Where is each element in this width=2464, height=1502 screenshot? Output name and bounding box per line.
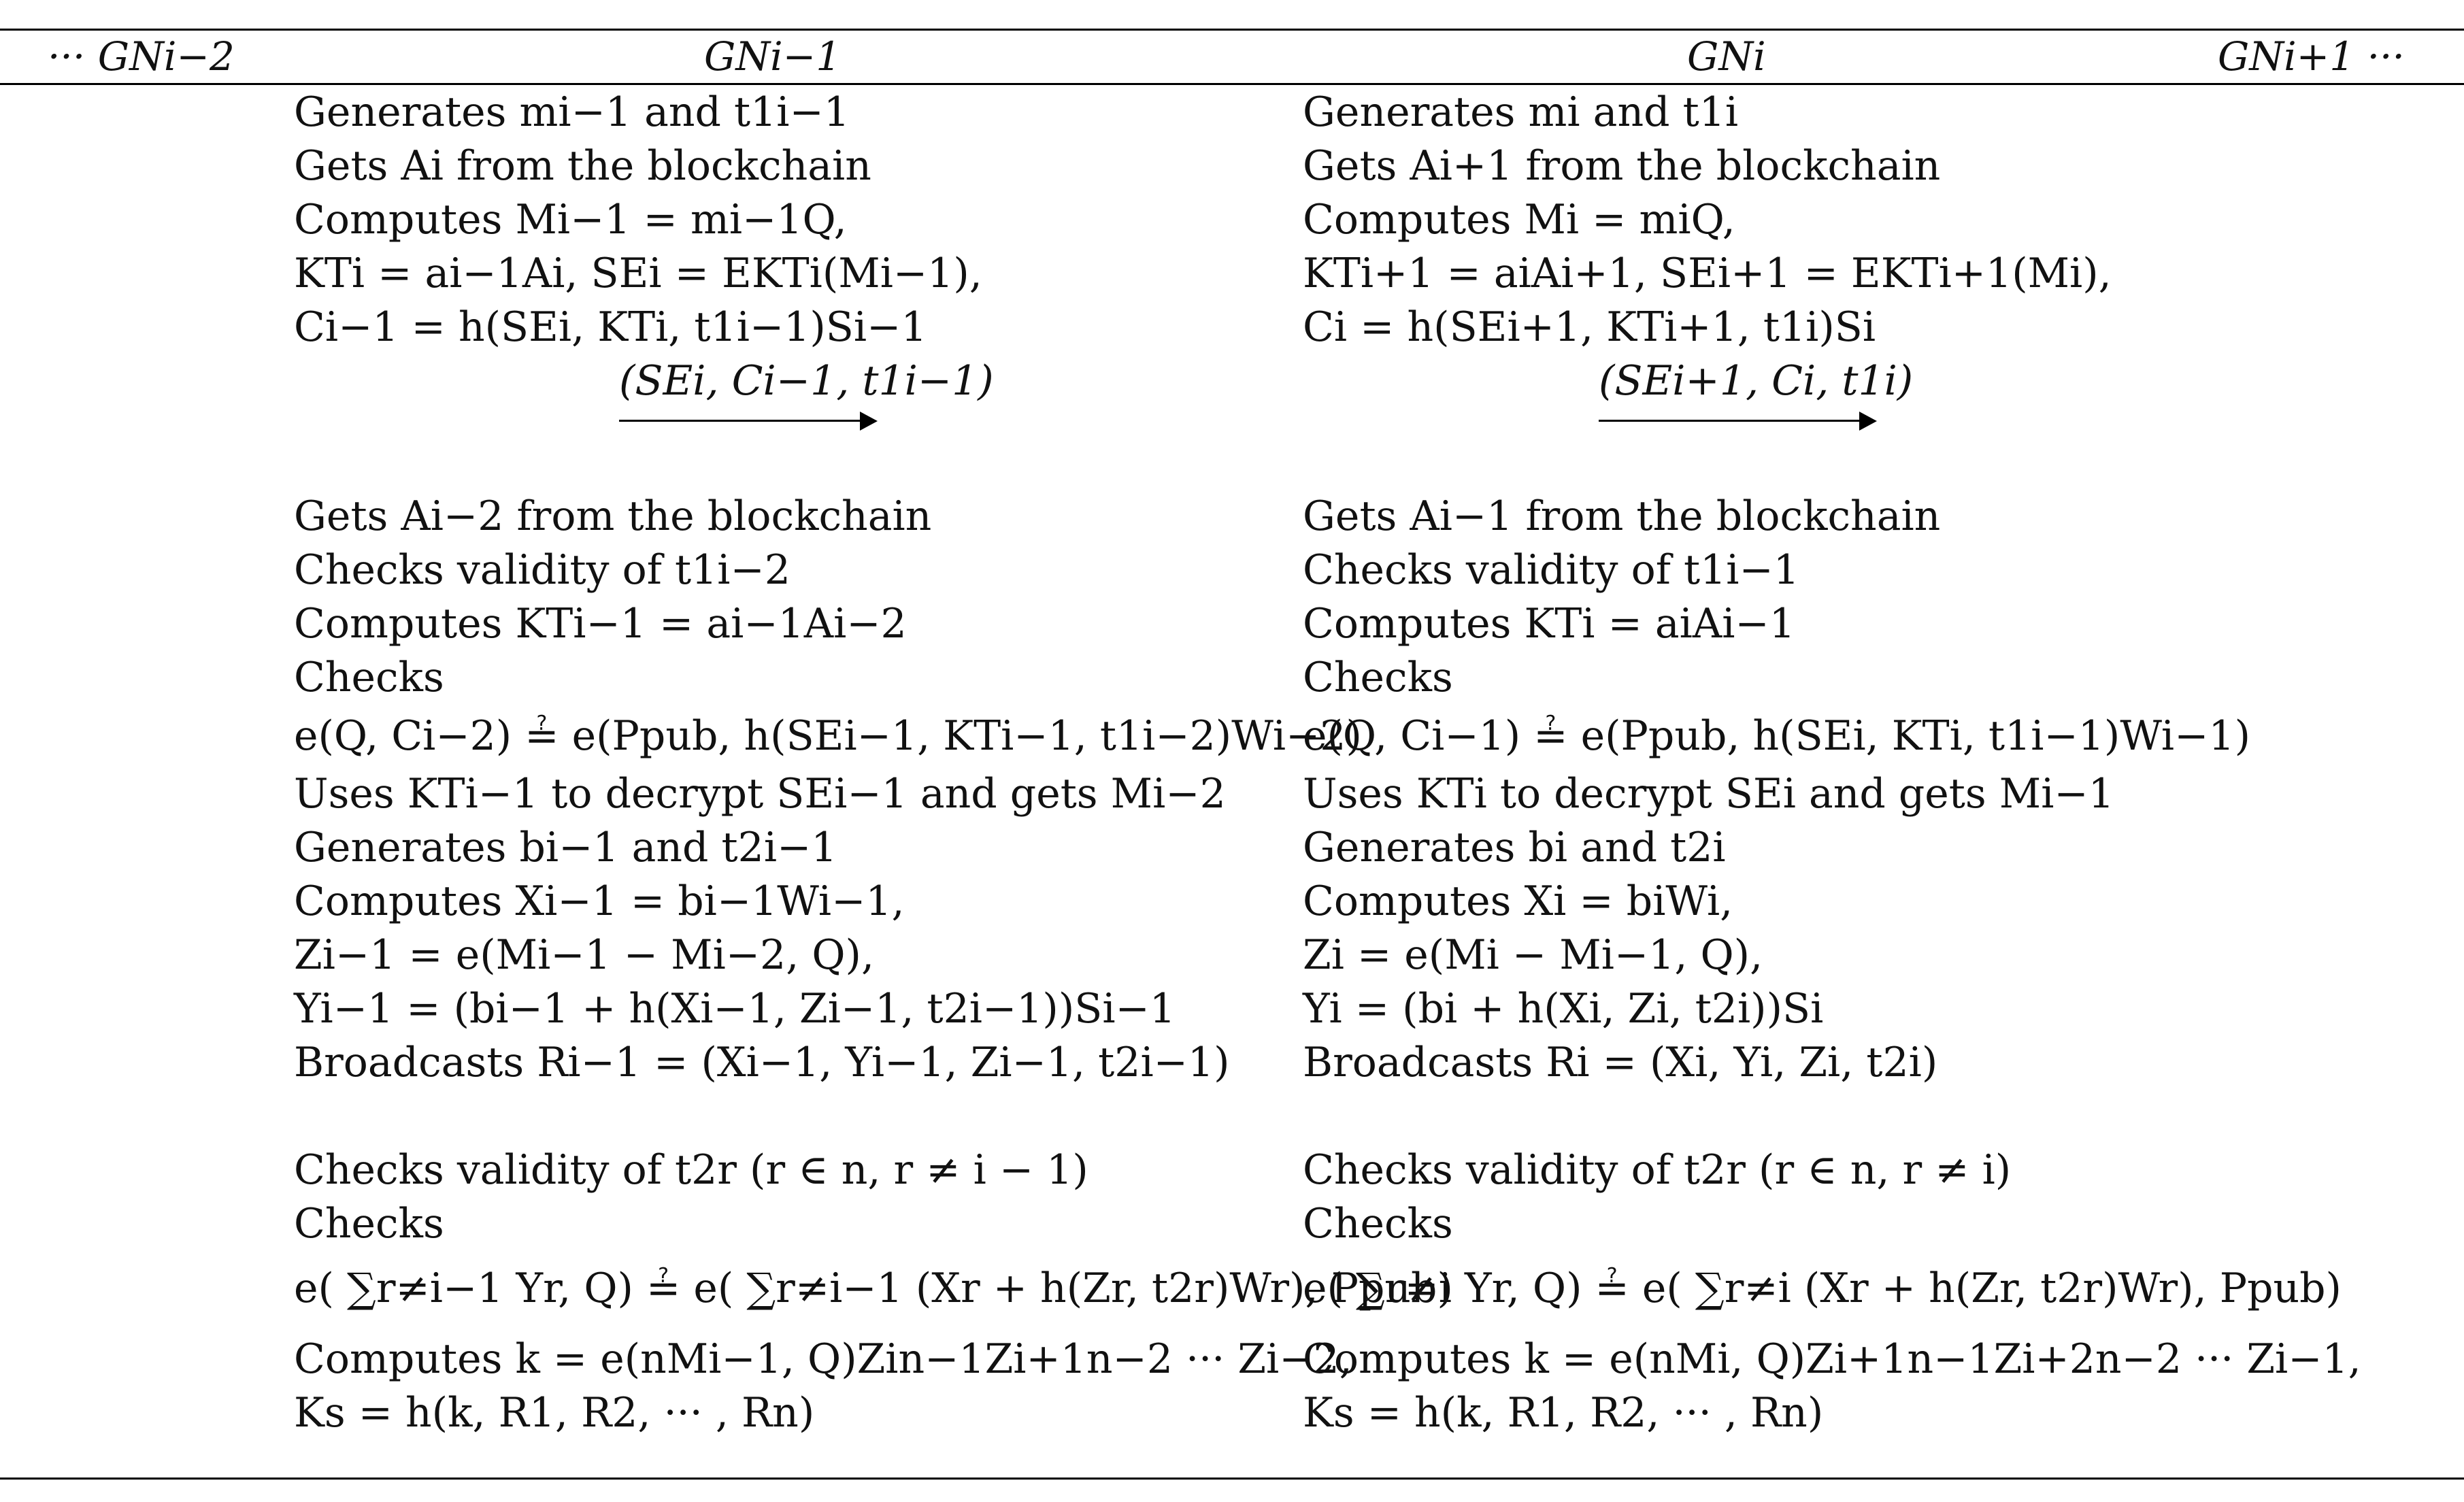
bottom-rule xyxy=(0,1478,2464,1480)
header-gn-right: GNi+1 ··· xyxy=(2218,33,2405,80)
arrow-head-icon xyxy=(1859,412,1877,431)
step-line: Checks xyxy=(1303,654,1453,701)
step-line: Checks xyxy=(294,654,444,701)
step-line: Generates bi−1 and t2i−1 xyxy=(294,824,837,871)
step-line: e( ∑r≠i Yr, Q) ≟ e( ∑r≠i (Xr + h(Zr, t2r… xyxy=(1303,1265,2342,1312)
step-line: Generates mi−1 and t1i−1 xyxy=(294,88,850,136)
step-line: Computes k = e(nMi−1, Q)Zin−1Zi+1n−2 ···… xyxy=(294,1335,1352,1383)
step-line: Computes Xi−1 = bi−1Wi−1, xyxy=(294,878,905,925)
step-line: Generates bi and t2i xyxy=(1303,824,1726,871)
spacer xyxy=(294,436,1453,490)
step-line: Yi = (bi + h(Xi, Zi, t2i))Si xyxy=(1303,985,1824,1033)
message-arrow-label: (SEi, Ci−1, t1i−1) xyxy=(619,357,994,405)
step-line: KTi = ai−1Ai, SEi = EKTi(Mi−1), xyxy=(294,250,982,297)
spacer xyxy=(1303,436,2361,490)
step-line: Yi−1 = (bi−1 + h(Xi−1, Zi−1, t2i−1))Si−1 xyxy=(294,985,1176,1033)
step-line: Gets Ai+1 from the blockchain xyxy=(1303,142,1941,190)
step-line: Uses KTi to decrypt SEi and gets Mi−1 xyxy=(1303,770,2114,818)
step-line: Zi−1 = e(Mi−1 − Mi−2, Q), xyxy=(294,931,875,979)
step-line: Computes Mi = miQ, xyxy=(1303,196,1735,244)
step-line: Computes KTi−1 = ai−1Ai−2 xyxy=(294,600,907,648)
step-line: Gets Ai−2 from the blockchain xyxy=(294,493,932,540)
header-gn-cur: GNi xyxy=(1687,33,1766,80)
message-arrow: (SEi, Ci−1, t1i−1) xyxy=(294,354,1453,436)
header-gn-left: ··· GNi−2 xyxy=(48,33,235,80)
step-line: Broadcasts Ri = (Xi, Yi, Zi, t2i) xyxy=(1303,1039,1938,1086)
arrow-head-icon xyxy=(860,412,878,431)
message-arrow-label: (SEi+1, Ci, t1i) xyxy=(1599,357,1914,405)
step-line: Checks validity of t2r (r ∈ n, r ≠ i − 1… xyxy=(294,1146,1088,1194)
step-line: Broadcasts Ri−1 = (Xi−1, Yi−1, Zi−1, t2i… xyxy=(294,1039,1230,1086)
step-line: Ks = h(k, R1, R2, ··· , Rn) xyxy=(1303,1389,1824,1437)
step-line: Generates mi and t1i xyxy=(1303,88,1739,136)
message-arrow: (SEi+1, Ci, t1i) xyxy=(1303,354,2361,436)
step-line: Checks xyxy=(1303,1200,1453,1248)
header-rule xyxy=(0,83,2464,85)
step-line: Ci−1 = h(SEi, KTi, t1i−1)Si−1 xyxy=(294,303,927,351)
column-gn-cur: Generates mi and t1i Gets Ai+1 from the … xyxy=(1303,86,2361,1440)
step-line: Gets Ai−1 from the blockchain xyxy=(1303,493,1941,540)
column-gn-prev: Generates mi−1 and t1i−1 Gets Ai from th… xyxy=(294,86,1453,1440)
header-gn-prev: GNi−1 xyxy=(704,33,842,80)
step-line: e(Q, Ci−1) ≟ e(Ppub, h(SEi, KTi, t1i−1)W… xyxy=(1303,712,2250,760)
step-line: Computes KTi = aiAi−1 xyxy=(1303,600,1795,648)
spacer xyxy=(1303,1090,2361,1144)
step-line: Checks validity of t1i−1 xyxy=(1303,546,1799,594)
arrow-shaft xyxy=(1599,420,1863,422)
step-line: Ks = h(k, R1, R2, ··· , Rn) xyxy=(294,1389,815,1437)
step-line: Checks xyxy=(294,1200,444,1248)
arrow-shaft xyxy=(619,420,864,422)
step-line: KTi+1 = aiAi+1, SEi+1 = EKTi+1(Mi), xyxy=(1303,250,2112,297)
step-line: Zi = e(Mi − Mi−1, Q), xyxy=(1303,931,1763,979)
step-line: Computes k = e(nMi, Q)Zi+1n−1Zi+2n−2 ···… xyxy=(1303,1335,2361,1383)
step-line: e( ∑r≠i−1 Yr, Q) ≟ e( ∑r≠i−1 (Xr + h(Zr,… xyxy=(294,1265,1453,1312)
step-line: Checks validity of t1i−2 xyxy=(294,546,790,594)
spacer xyxy=(294,1090,1453,1144)
step-line: Computes Xi = biWi, xyxy=(1303,878,1733,925)
step-line: Checks validity of t2r (r ∈ n, r ≠ i) xyxy=(1303,1146,2012,1194)
step-line: e(Q, Ci−2) ≟ e(Ppub, h(SEi−1, KTi−1, t1i… xyxy=(294,712,1362,760)
step-line: Computes Mi−1 = mi−1Q, xyxy=(294,196,847,244)
step-line: Ci = h(SEi+1, KTi+1, t1i)Si xyxy=(1303,303,1876,351)
top-rule xyxy=(0,29,2464,31)
step-line: Gets Ai from the blockchain xyxy=(294,142,871,190)
step-line: Uses KTi−1 to decrypt SEi−1 and gets Mi−… xyxy=(294,770,1226,818)
